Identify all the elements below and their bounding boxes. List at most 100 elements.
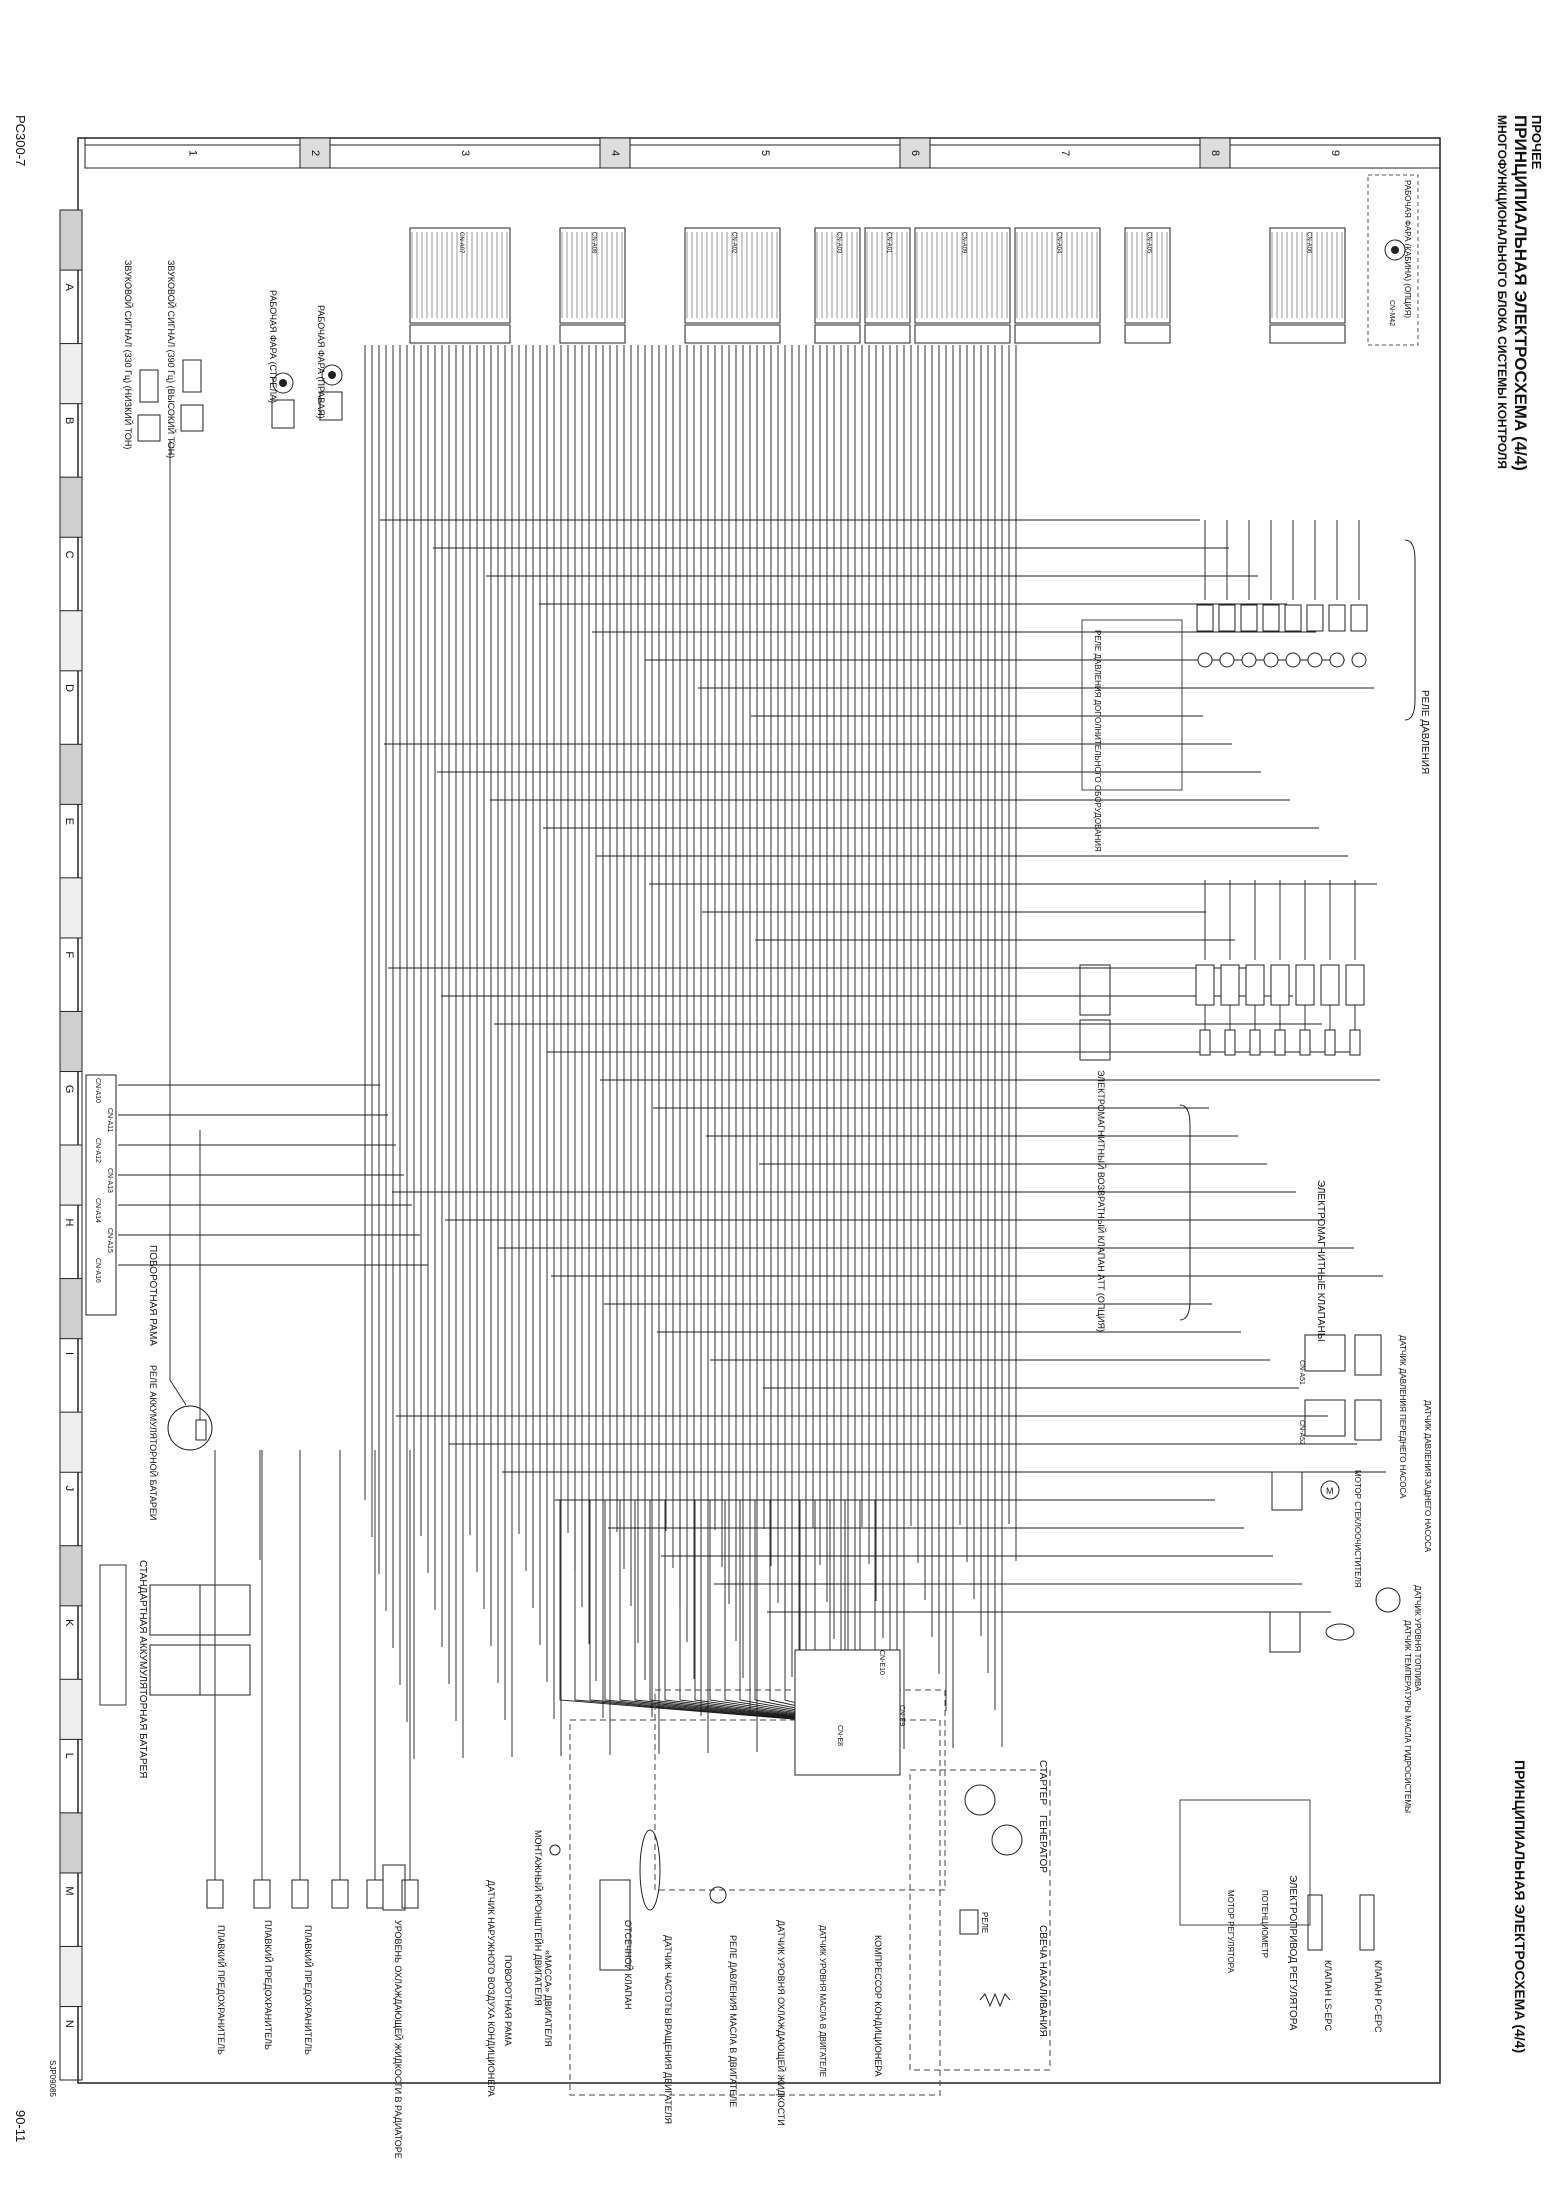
wire-harness (118, 345, 1386, 1909)
svg-text:РЕЛЕ ДАВЛЕНИЯ МАСЛА В ДВИГАТЕЛ: РЕЛЕ ДАВЛЕНИЯ МАСЛА В ДВИГАТЕЛЕ (728, 1935, 738, 2107)
grid-row-label: B (63, 417, 75, 424)
pressure-extra: РЕЛЕ ДАВЛЕНИЯ ДОПОЛНИТЕЛЬНОГО ОБОРУДОВАН… (1081, 619, 1183, 852)
footer-page-number: 90-11 (13, 2110, 28, 2142)
grid-row-label: N (63, 2020, 75, 2028)
grid-row-label: J (63, 1486, 75, 1492)
svg-text:СТАНДАРТНАЯ АККУМУЛЯТОРНАЯ БАТ: СТАНДАРТНАЯ АККУМУЛЯТОРНАЯ БАТАРЕЯ (137, 1560, 148, 1778)
svg-text:M: M (1326, 1486, 1334, 1496)
svg-text:ОТСЕЧНОЙ КЛАПАН: ОТСЕЧНОЙ КЛАПАН (623, 1920, 634, 2010)
svg-text:РЕЛЕ ДАВЛЕНИЯ: РЕЛЕ ДАВЛЕНИЯ (1419, 690, 1430, 774)
svg-text:КЛАПАН PC-EPC: КЛАПАН PC-EPC (1373, 1960, 1383, 2033)
svg-text:РЕЛЕ АККУМУЛЯТОРНОЙ БАТАРЕИ: РЕЛЕ АККУМУЛЯТОРНОЙ БАТАРЕИ (148, 1365, 159, 1520)
grid-column-label: 8 (1209, 150, 1221, 156)
grid-row-label: E (63, 818, 75, 825)
svg-text:ЭЛЕКТРОМАГНИТНЫЕ КЛАПАНЫ: ЭЛЕКТРОМАГНИТНЫЕ КЛАПАНЫ (1315, 1180, 1326, 1342)
svg-text:CN-E9: CN-E9 (898, 1705, 905, 1726)
svg-text:CN-A14: CN-A14 (94, 1198, 101, 1223)
header-subtitle: МНОГОФУНКЦИОНАЛЬНОГО БЛОКА СИСТЕМЫ КОНТР… (1495, 115, 1509, 469)
grid-column-label: 6 (909, 150, 921, 156)
svg-text:CN-A51: CN-A51 (1298, 1360, 1305, 1385)
svg-text:ДАТЧИК УРОВНЯ МАСЛА В ДВИГАТЕЛ: ДАТЧИК УРОВНЯ МАСЛА В ДВИГАТЕЛЕ (818, 1925, 827, 2077)
grid-row-label: A (63, 283, 75, 291)
svg-text:ДАТЧИК УРОВНЯ ТОПЛИВА: ДАТЧИК УРОВНЯ ТОПЛИВА (1413, 1585, 1422, 1692)
svg-text:CN-A04: CN-A04 (1056, 232, 1062, 254)
battery: СТАНДАРТНАЯ АККУМУЛЯТОРНАЯ БАТАРЕЯ (99, 1560, 251, 1778)
svg-text:ПЛАВКИЙ ПРЕДОХРАНИТЕЛЬ: ПЛАВКИЙ ПРЕДОХРАНИТЕЛЬ (216, 1925, 227, 2055)
grid-column-label: 9 (1329, 150, 1341, 156)
svg-text:CN-A03: CN-A03 (836, 232, 842, 254)
svg-text:СВЕЧА НАКАЛИВАНИЯ: СВЕЧА НАКАЛИВАНИЯ (1037, 1925, 1048, 2037)
wiper-motor: M МОТОР СТЕКЛООЧИСТИТЕЛЯ (1271, 1470, 1362, 1588)
svg-text:CN-A02: CN-A02 (731, 232, 737, 254)
solenoid-valves: ЭЛЕКТРОМАГНИТНЫЕ КЛАПАНЫ (1179, 1104, 1326, 1342)
work-lamp-boom: РАБОЧАЯ ФАРА (СТРЕЛА) (268, 290, 295, 429)
svg-text:CN-M42: CN-M42 (1388, 300, 1395, 326)
svg-text:ДАТЧИК УРОВНЯ ОХЛАЖДАЮЩЕЙ ЖИДК: ДАТЧИК УРОВНЯ ОХЛАЖДАЮЩЕЙ ЖИДКОСТИ (776, 1920, 787, 2126)
drawing-frame (77, 137, 1441, 2084)
swing-frame-block: ПОВОРОТНАЯ РАМА (85, 1074, 158, 1346)
svg-text:CN-A16: CN-A16 (94, 1258, 101, 1283)
grid-row-label: M (63, 1886, 75, 1895)
svg-text:МОТОР СТЕКЛООЧИСТИТЕЛЯ: МОТОР СТЕКЛООЧИСТИТЕЛЯ (1353, 1470, 1362, 1588)
grid-row-label: L (63, 1753, 75, 1759)
svg-text:УРОВЕНЬ ОХЛАЖДАЮЩЕЙ ЖИДКОСТИ В: УРОВЕНЬ ОХЛАЖДАЮЩЕЙ ЖИДКОСТИ В РАДИАТОРЕ (393, 1920, 404, 2159)
pump-pressure-sensors: ДАТЧИК ДАВЛЕНИЯ ПЕРЕДНЕГО НАСОСА ДАТЧИК … (1298, 1334, 1432, 1553)
grid-column-label: 7 (1059, 150, 1071, 156)
svg-text:CN-A13: CN-A13 (106, 1168, 113, 1193)
svg-text:CN-A08: CN-A08 (591, 232, 597, 254)
fuses: ПЛАВКИЙ ПРЕДОХРАНИТЕЛЬ ПЛАВКИЙ ПРЕДОХРАН… (216, 1920, 314, 2055)
battery-relay: РЕЛЕ АККУМУЛЯТОРНОЙ БАТАРЕИ (148, 1365, 213, 1520)
grid-column-label: 5 (759, 150, 771, 156)
svg-text:CN-A12: CN-A12 (94, 1138, 101, 1163)
grid-column-label: 2 (309, 150, 321, 156)
svg-text:ДАТЧИК ЧАСТОТЫ ВРАЩЕНИЯ ДВИГАТ: ДАТЧИК ЧАСТОТЫ ВРАЩЕНИЯ ДВИГАТЕЛЯ (663, 1935, 673, 2124)
svg-text:КОМПРЕССОР КОНДИЦИОНЕРА: КОМПРЕССОР КОНДИЦИОНЕРА (873, 1935, 883, 2077)
svg-text:РАБОЧАЯ ФАРА (КАБИНА) (ОПЦИЯ): РАБОЧАЯ ФАРА (КАБИНА) (ОПЦИЯ) (1403, 180, 1412, 318)
svg-text:ПОВОРОТНАЯ РАМА: ПОВОРОТНАЯ РАМА (147, 1245, 158, 1346)
footer-model: PC300-7 (13, 115, 28, 166)
grid-row-label: I (63, 1352, 75, 1355)
svg-text:МОТОР РЕГУЛЯТОРА: МОТОР РЕГУЛЯТОРА (1226, 1890, 1235, 1974)
svg-text:ЭЛЕКТРОПРИВОД РЕГУЛЯТОРА: ЭЛЕКТРОПРИВОД РЕГУЛЯТОРА (1287, 1875, 1298, 2031)
svg-text:РАБОЧАЯ ФАРА (ПРАВАЯ): РАБОЧАЯ ФАРА (ПРАВАЯ) (316, 305, 326, 419)
svg-text:ЭЛЕКТРОМАГНИТНЫЙ ВОЗВРАТНЫЙ КЛ: ЭЛЕКТРОМАГНИТНЫЙ ВОЗВРАТНЫЙ КЛАПАН ATT (… (1096, 1070, 1107, 1332)
svg-text:CN-A09: CN-A09 (961, 232, 967, 254)
hydraulic-oil-temp-sensor: ДАТЧИК ТЕМПЕРАТУРЫ МАСЛА ГИДРОСИСТЕМЫ (1269, 1611, 1412, 1813)
svg-text:ПОТЕНЦИОМЕТР: ПОТЕНЦИОМЕТР (1260, 1890, 1269, 1958)
engine-connector-block: CN-E8 CN-E10 CN-E9 (794, 1649, 905, 1776)
grid-column-label: 3 (459, 150, 471, 156)
fuel-level-sensor: ДАТЧИК УРОВНЯ ТОПЛИВА (1375, 1585, 1422, 1692)
svg-text:ДАТЧИК ДАВЛЕНИЯ ПЕРЕДНЕГО НАСО: ДАТЧИК ДАВЛЕНИЯ ПЕРЕДНЕГО НАСОСА (1398, 1335, 1407, 1499)
svg-text:ДАТЧИК ДАВЛЕНИЯ ЗАДНЕГО НАСОСА: ДАТЧИК ДАВЛЕНИЯ ЗАДНЕГО НАСОСА (1423, 1400, 1432, 1553)
footer-drawing-code: SJP09085 (48, 2060, 57, 2097)
svg-text:CN-A05: CN-A05 (1146, 232, 1152, 254)
svg-text:«МАССА» ДВИГАТЕЛЯ: «МАССА» ДВИГАТЕЛЯ (543, 1950, 553, 2047)
svg-text:СТАРТЕР: СТАРТЕР (1037, 1760, 1048, 1805)
pressure-switches: РЕЛЕ ДАВЛЕНИЯ (1404, 539, 1430, 774)
grid-row-label: G (63, 1085, 75, 1094)
svg-text:ПЛАВКИЙ ПРЕДОХРАНИТЕЛЬ: ПЛАВКИЙ ПРЕДОХРАНИТЕЛЬ (263, 1920, 274, 2050)
work-lamp-cab: РАБОЧАЯ ФАРА (КАБИНА) (ОПЦИЯ) CN-M42 (1367, 174, 1419, 346)
grid-row-label: D (63, 684, 75, 692)
grid-row-label: C (63, 551, 75, 559)
svg-text:CN-E10: CN-E10 (878, 1650, 885, 1675)
header-title: ПРИНЦИПИАЛЬНАЯ ЭЛЕКТРОСХЕМА (4/4) (1511, 115, 1530, 471)
svg-text:CN-A11: CN-A11 (106, 1108, 113, 1132)
svg-text:РЕЛЕ ДАВЛЕНИЯ ДОПОЛНИТЕЛЬНОГО: РЕЛЕ ДАВЛЕНИЯ ДОПОЛНИТЕЛЬНОГО ОБОРУДОВАН… (1093, 630, 1102, 852)
work-lamp-right: РАБОЧАЯ ФАРА (ПРАВАЯ) (316, 305, 343, 421)
grid-row-label: H (63, 1218, 75, 1226)
svg-text:ПЛАВКИЙ ПРЕДОХРАНИТЕЛЬ: ПЛАВКИЙ ПРЕДОХРАНИТЕЛЬ (303, 1925, 314, 2055)
svg-text:CN-A01: CN-A01 (886, 232, 892, 254)
att-valve: ЭЛЕКТРОМАГНИТНЫЙ ВОЗВРАТНЫЙ КЛАПАН ATT (… (1079, 964, 1111, 1332)
svg-text:МОНТАЖНЫЙ КРОНШТЕЙН ДВИГАТЕЛЯ: МОНТАЖНЫЙ КРОНШТЕЙН ДВИГАТЕЛЯ (533, 1830, 544, 2006)
header-right-title: ПРИНЦИПИАЛЬНАЯ ЭЛЕКТРОСХЕМА (4/4) (1512, 1760, 1528, 2053)
svg-text:CN-A10: CN-A10 (94, 1078, 101, 1103)
svg-text:CN-A06: CN-A06 (1306, 232, 1312, 254)
svg-text:CN-E8: CN-E8 (836, 1725, 843, 1746)
svg-text:ЗВУКОВОЙ СИГНАЛ (390 Гц) (ВЫСО: ЗВУКОВОЙ СИГНАЛ (390 Гц) (ВЫСОКИЙ ТОН) (166, 260, 177, 458)
